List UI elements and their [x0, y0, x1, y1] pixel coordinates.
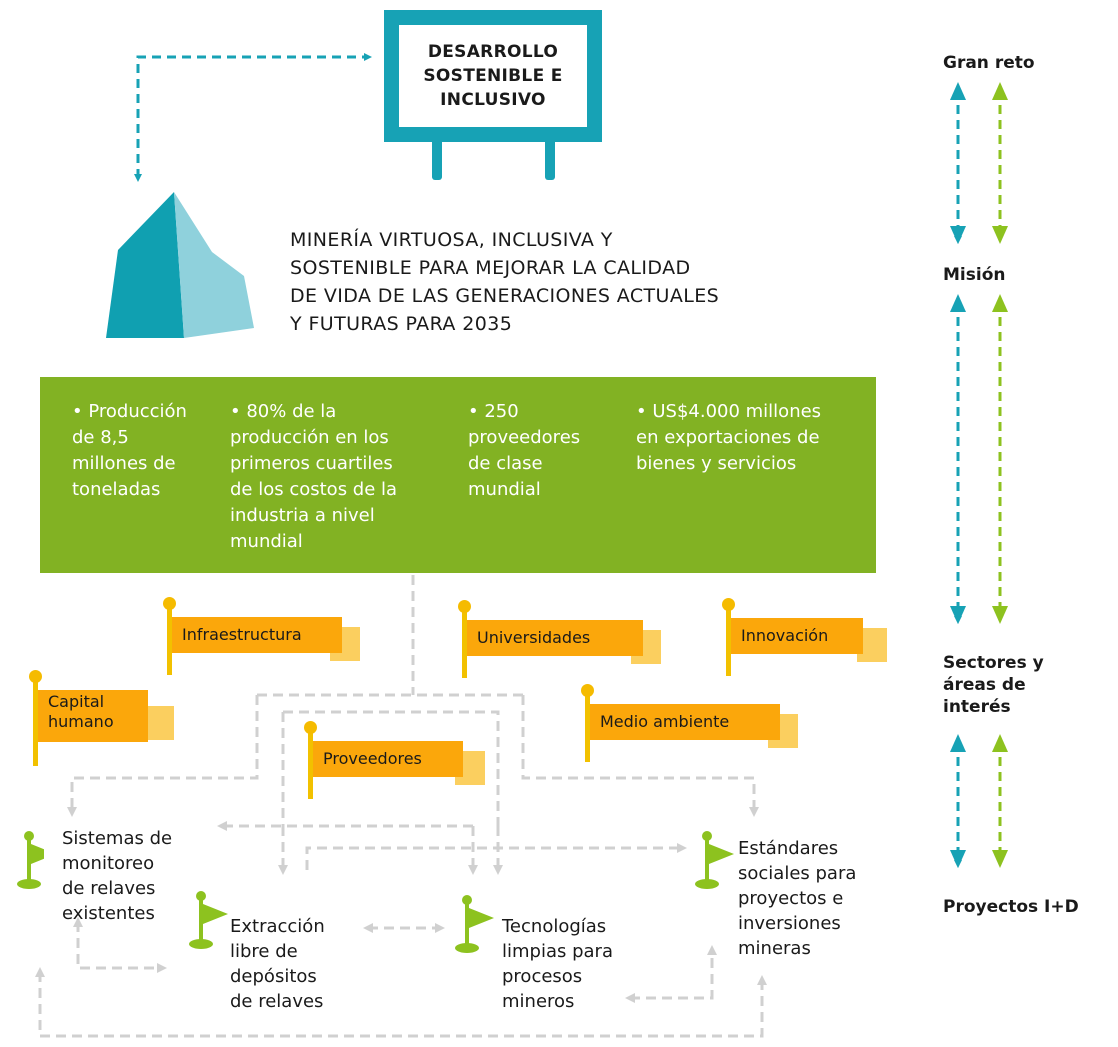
- teal-connector: [134, 53, 372, 182]
- board-title-line: INCLUSIVO: [440, 90, 546, 110]
- project-line: procesos: [502, 966, 583, 987]
- flag-knob: [581, 684, 594, 697]
- flag-pole: [585, 692, 590, 762]
- project-line: de relaves: [62, 878, 156, 899]
- golf-flag-icon: [189, 891, 228, 949]
- flag-pole: [462, 608, 467, 678]
- goal-line: de clase: [468, 453, 543, 474]
- goal-line: industria a nivel: [230, 505, 375, 526]
- ribbon-tail: [144, 706, 174, 740]
- sector-label: Capital humano: [38, 690, 148, 742]
- flag-knob: [722, 598, 735, 611]
- level-arrows: [950, 82, 1008, 868]
- flag-pole: [308, 729, 313, 799]
- project-line: de relaves: [230, 991, 324, 1012]
- sector-label: Infraestructura: [172, 617, 342, 653]
- goal-line: producción en los: [230, 427, 389, 448]
- flag-knob: [29, 670, 42, 683]
- mission-line: Y FUTURAS PARA 2035: [290, 313, 513, 335]
- level-gran-reto: Gran reto: [943, 53, 1035, 73]
- goal-line: mundial: [230, 531, 303, 552]
- project-line: Tecnologías: [502, 916, 607, 937]
- goal-line: proveedores: [468, 427, 581, 448]
- level-sectores: Sectores y áreas de interés: [943, 652, 1044, 718]
- project-line: limpias para: [502, 941, 613, 962]
- project-line: monitoreo: [62, 853, 155, 874]
- project-line: mineros: [502, 991, 575, 1012]
- goals-box: • Producción de 8,5 millones de tonelada…: [40, 377, 876, 573]
- pyramid-icon: [106, 192, 254, 338]
- goal-line: de los costos de la: [230, 479, 398, 500]
- project-line: proyectos e: [738, 888, 844, 909]
- goal-line: toneladas: [72, 479, 161, 500]
- project-line: inversiones: [738, 913, 841, 934]
- flag-pole: [33, 678, 38, 766]
- goal-line: de 8,5: [72, 427, 129, 448]
- goal-line: • Producción: [72, 401, 187, 422]
- project-line: Estándares: [738, 838, 839, 859]
- board-leg: [432, 140, 442, 180]
- goal-item: • 80% de la producción en los primeros c…: [230, 399, 397, 555]
- flag-pole: [167, 605, 172, 675]
- goal-item: • 250 proveedores de clase mundial: [468, 399, 580, 503]
- sector-label: Medio ambiente: [590, 704, 780, 740]
- project-line: libre de: [230, 941, 298, 962]
- sector-label: Universidades: [467, 620, 643, 656]
- project-line: mineras: [738, 938, 811, 959]
- project-line: existentes: [62, 903, 155, 924]
- project-extraccion: Extracción libre de depósitos de relaves: [230, 914, 325, 1014]
- sector-label: Proveedores: [313, 741, 463, 777]
- project-line: depósitos: [230, 966, 317, 987]
- level-mision: Misión: [943, 265, 1006, 285]
- goal-line: primeros cuartiles: [230, 453, 393, 474]
- goal-line: • US$4.000 millones: [636, 401, 822, 422]
- flag-knob: [163, 597, 176, 610]
- mission-line: DE VIDA DE LAS GENERACIONES ACTUALES: [290, 285, 720, 307]
- goal-line: en exportaciones de: [636, 427, 820, 448]
- goal-line: mundial: [468, 479, 541, 500]
- project-line: Extracción: [230, 916, 325, 937]
- goal-line: • 80% de la: [230, 401, 337, 422]
- mission-line: MINERÍA VIRTUOSA, INCLUSIVA Y: [290, 229, 613, 251]
- board-title-line: DESARROLLO: [427, 42, 559, 62]
- goal-item: • Producción de 8,5 millones de tonelada…: [72, 399, 187, 503]
- goal-line: millones de: [72, 453, 176, 474]
- project-monitoreo: Sistemas de monitoreo de relaves existen…: [62, 826, 172, 926]
- project-line: sociales para: [738, 863, 857, 884]
- flag-pole: [726, 606, 731, 676]
- golf-flag-icon: [455, 895, 494, 953]
- level-line: Sectores y: [943, 653, 1044, 673]
- project-line: Sistemas de: [62, 828, 173, 849]
- flag-knob: [458, 600, 471, 613]
- flag-knob: [304, 721, 317, 734]
- mission-statement: MINERÍA VIRTUOSA, INCLUSIVA Y SOSTENIBLE…: [290, 226, 790, 338]
- level-proyectos: Proyectos I+D: [943, 897, 1079, 917]
- goal-board: DESARROLLO SOSTENIBLE E INCLUSIVO: [384, 10, 602, 142]
- board-title-line: SOSTENIBLE E: [423, 66, 563, 86]
- board-title: DESARROLLO SOSTENIBLE E INCLUSIVO: [423, 40, 562, 112]
- board-leg: [545, 140, 555, 180]
- golf-flag-icon: [695, 831, 734, 889]
- golf-flag-icon: [17, 831, 44, 889]
- mission-line: SOSTENIBLE PARA MEJORAR LA CALIDAD: [290, 257, 691, 279]
- level-line: interés: [943, 697, 1011, 717]
- goal-line: bienes y servicios: [636, 453, 797, 474]
- project-tecnologias: Tecnologías limpias para procesos minero…: [502, 914, 613, 1014]
- sector-label-line: Capital: [48, 692, 105, 711]
- sector-label-line: humano: [48, 712, 114, 731]
- project-estandares: Estándares sociales para proyectos e inv…: [738, 836, 856, 961]
- goal-item: • US$4.000 millones en exportaciones de …: [636, 399, 821, 477]
- level-line: áreas de: [943, 675, 1026, 695]
- sector-label: Innovación: [731, 618, 863, 654]
- goal-line: • 250: [468, 401, 519, 422]
